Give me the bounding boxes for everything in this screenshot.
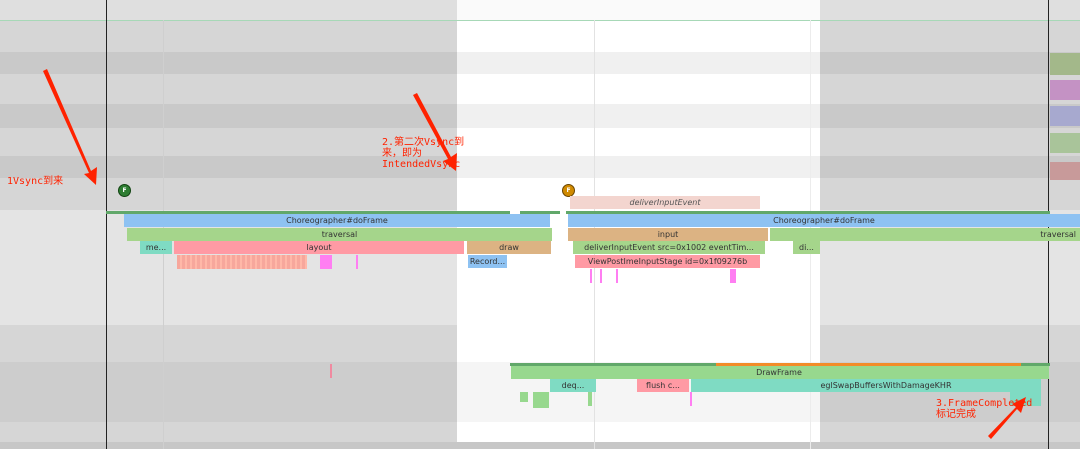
layout-children bbox=[320, 255, 332, 269]
render-children bbox=[520, 392, 528, 402]
track-row bbox=[0, 0, 1080, 20]
counter-swatch bbox=[1050, 80, 1080, 100]
slice-deliver-input-event[interactable]: deliverInputEvent bbox=[570, 196, 760, 209]
slice-draw-frame-label: DrawFrame bbox=[711, 366, 847, 379]
slice-egl-head bbox=[691, 379, 731, 392]
annotation-line: IntendedVsync bbox=[382, 159, 461, 170]
slice-flush[interactable]: flush c... bbox=[637, 379, 689, 392]
annotation-line: 来，即为 bbox=[382, 148, 422, 159]
slice-egl-swap-buffers[interactable]: eglSwapBuffersWithDamageKHR bbox=[731, 379, 1041, 392]
thread-state-strip bbox=[566, 211, 1050, 214]
counter-swatch bbox=[1050, 133, 1080, 153]
slice-layout[interactable]: layout bbox=[174, 241, 464, 254]
annotation-line: 3.FrameCompleted bbox=[936, 398, 1033, 409]
input-children bbox=[730, 269, 736, 283]
slice-dequeue[interactable]: deq... bbox=[550, 379, 596, 392]
thread-state-strip bbox=[106, 211, 510, 214]
render-thread-mark bbox=[330, 364, 332, 378]
slice-choreographer-dofame[interactable]: Choreographer#doFrame bbox=[124, 214, 550, 227]
slice-choreographer-dofame[interactable]: Choreographer#doFrame bbox=[568, 214, 1080, 227]
slice-measure[interactable]: me... bbox=[140, 241, 172, 254]
track-divider bbox=[0, 442, 1080, 449]
counter-swatch bbox=[1050, 53, 1080, 75]
slice-record[interactable]: Record... bbox=[468, 255, 507, 268]
annotation-frame-complete: 3.FrameCompleted 标记完成 bbox=[936, 398, 1032, 420]
track-divider bbox=[0, 20, 1080, 21]
render-children bbox=[588, 392, 592, 406]
slice-draw-frame-head bbox=[511, 366, 711, 379]
track-row bbox=[0, 104, 1080, 128]
slice-di[interactable]: di... bbox=[793, 241, 820, 254]
slice-input[interactable]: input bbox=[568, 228, 768, 241]
arrow-frame-complete bbox=[988, 397, 1026, 439]
slice-traversal[interactable]: traversal bbox=[127, 228, 552, 241]
slice-view-post-ime[interactable]: ViewPostImeInputStage id=0x1f09276b bbox=[575, 255, 760, 268]
frame-marker[interactable]: F bbox=[118, 184, 131, 197]
arrow-second-vsync bbox=[413, 93, 457, 171]
render-children bbox=[690, 392, 692, 406]
input-children bbox=[590, 269, 592, 283]
slice-deliver-input-event-detail[interactable]: deliverInputEvent src=0x1002 eventTim... bbox=[573, 241, 765, 254]
annotation-first-vsync: 1Vsync到来 bbox=[7, 176, 64, 187]
arrow-first-vsync bbox=[43, 69, 97, 185]
render-children bbox=[533, 392, 549, 408]
slice-traversal[interactable]: traversal bbox=[770, 228, 1080, 241]
frame-marker[interactable]: F bbox=[562, 184, 575, 197]
input-children bbox=[600, 269, 602, 283]
slice-draw[interactable]: draw bbox=[467, 241, 551, 254]
counter-swatch bbox=[1050, 106, 1080, 126]
input-children bbox=[616, 269, 618, 283]
annotation-line: 2.第二次Vsync到 bbox=[382, 137, 465, 148]
thread-state-strip bbox=[520, 211, 560, 214]
counter-swatch bbox=[1050, 162, 1080, 180]
annotation-second-vsync: 2.第二次Vsync到 来，即为 IntendedVsync bbox=[382, 137, 464, 170]
annotation-line: 标记完成 bbox=[936, 409, 976, 420]
layout-children bbox=[177, 255, 307, 269]
render-thread-state bbox=[716, 363, 1021, 366]
layout-children bbox=[356, 255, 358, 269]
vsync-line-left bbox=[106, 0, 107, 449]
